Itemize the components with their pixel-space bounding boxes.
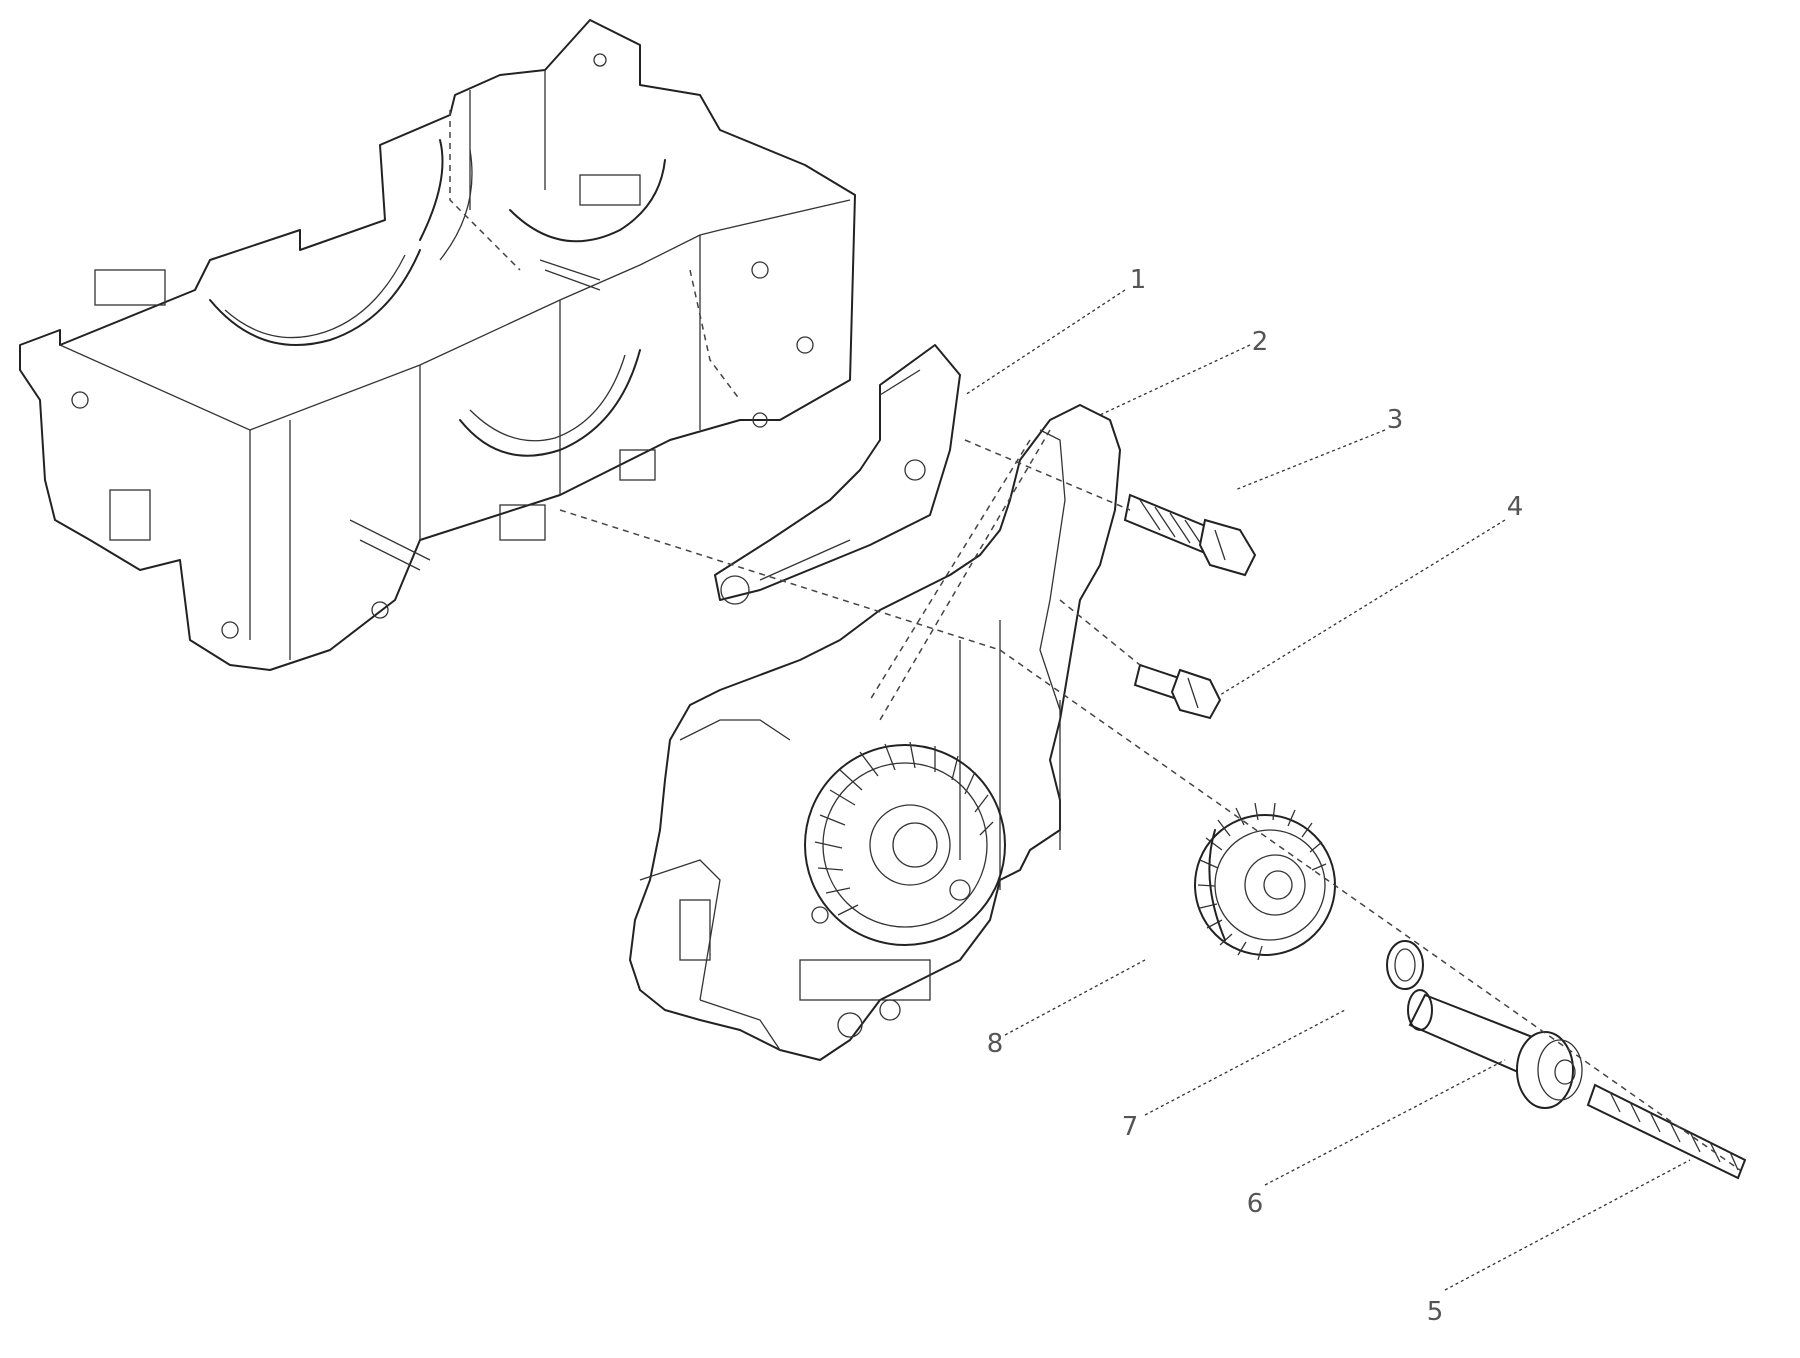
callout-2: 2 xyxy=(1252,327,1269,357)
leader-8 xyxy=(1004,959,1146,1036)
leader-4 xyxy=(1219,519,1506,696)
long-pin xyxy=(1586,1083,1747,1180)
snap-ring xyxy=(1386,940,1424,990)
callout-4: 4 xyxy=(1507,492,1524,522)
bolt-3 xyxy=(1123,493,1257,577)
pump-housing xyxy=(629,404,1121,1061)
callout-8: 8 xyxy=(987,1029,1004,1059)
pump-bracket xyxy=(714,344,961,605)
leader-1 xyxy=(964,289,1126,396)
callout-5: 5 xyxy=(1427,1297,1444,1327)
leader-2 xyxy=(1099,344,1251,416)
callout-7: 7 xyxy=(1122,1112,1139,1142)
callouts: 1 2 3 4 8 7 6 5 xyxy=(987,265,1524,1327)
assembly-centerline xyxy=(559,439,1741,1171)
callout-6: 6 xyxy=(1247,1189,1264,1219)
leader-lines xyxy=(964,289,1691,1291)
engine-block xyxy=(19,19,856,671)
leader-6 xyxy=(1264,1059,1506,1186)
shaft-bushing xyxy=(1407,989,1583,1109)
driven-gear xyxy=(1194,802,1336,961)
leader-7 xyxy=(1144,1009,1346,1116)
leader-5 xyxy=(1444,1159,1691,1291)
bolt-4 xyxy=(1133,663,1222,720)
callout-1: 1 xyxy=(1130,265,1147,295)
leader-3 xyxy=(1234,429,1386,491)
callout-3: 3 xyxy=(1387,405,1404,435)
